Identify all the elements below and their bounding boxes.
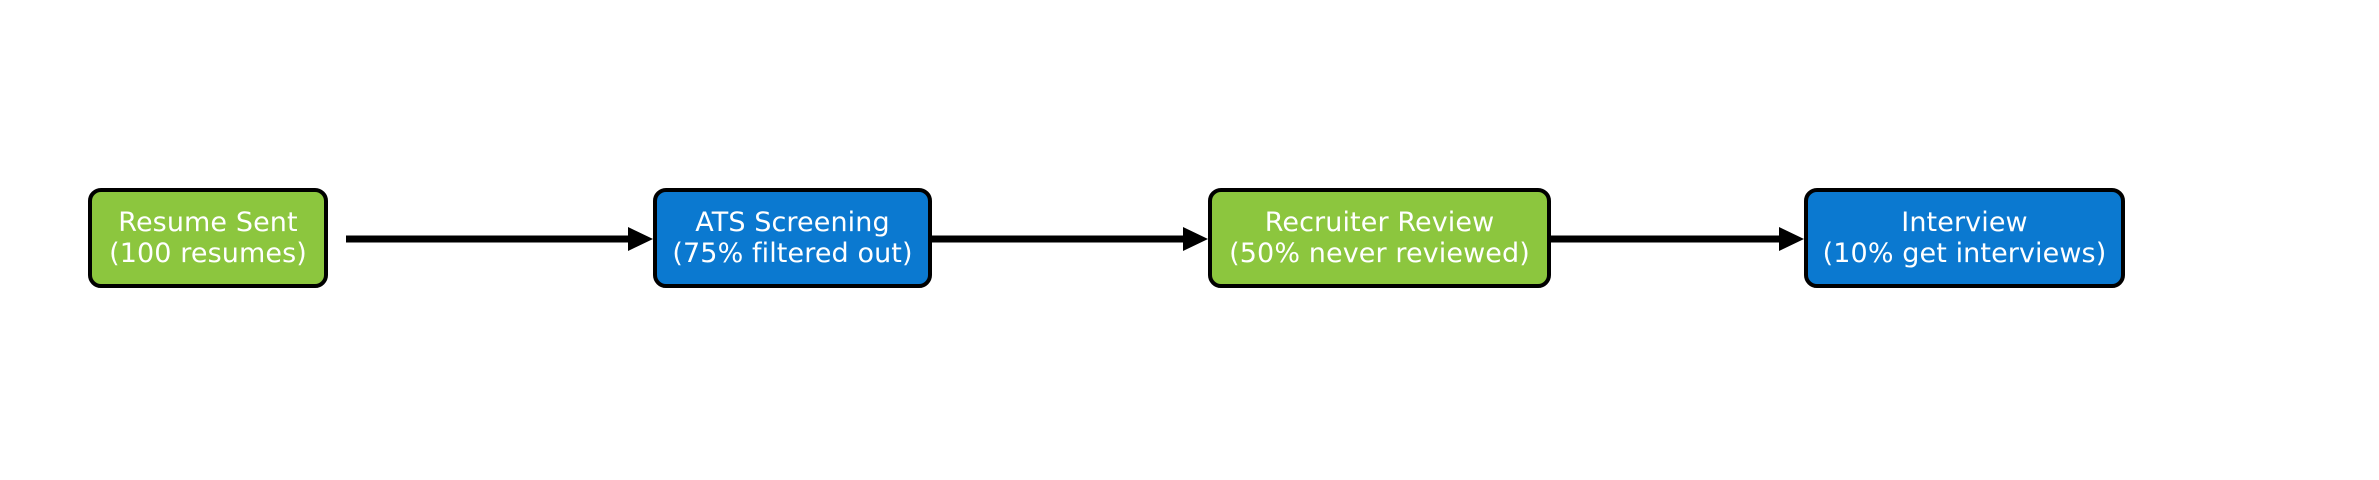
flow-node-title: ATS Screening [695,206,890,238]
flow-node-detail: (10% get interviews) [1822,238,2107,269]
flow-node-ats-screening[interactable]: ATS Screening (75% filtered out) [653,188,932,288]
flow-node-title: Recruiter Review [1264,206,1495,238]
flow-node-title: Interview [1901,206,2028,238]
flow-node-detail: (75% filtered out) [672,238,913,269]
flow-arrow-resume-to-ats [346,224,653,254]
flow-node-resume-sent[interactable]: Resume Sent (100 resumes) [88,188,328,288]
flow-node-detail: (100 resumes) [109,238,307,269]
flow-node-detail: (50% never reviewed) [1229,238,1530,269]
flow-node-interview[interactable]: Interview (10% get interviews) [1804,188,2125,288]
flow-arrow-ats-to-recruiter [932,224,1208,254]
flow-node-recruiter-review[interactable]: Recruiter Review (50% never reviewed) [1208,188,1551,288]
flow-node-title: Resume Sent [118,206,298,238]
flow-arrow-recruiter-to-interview [1551,224,1804,254]
